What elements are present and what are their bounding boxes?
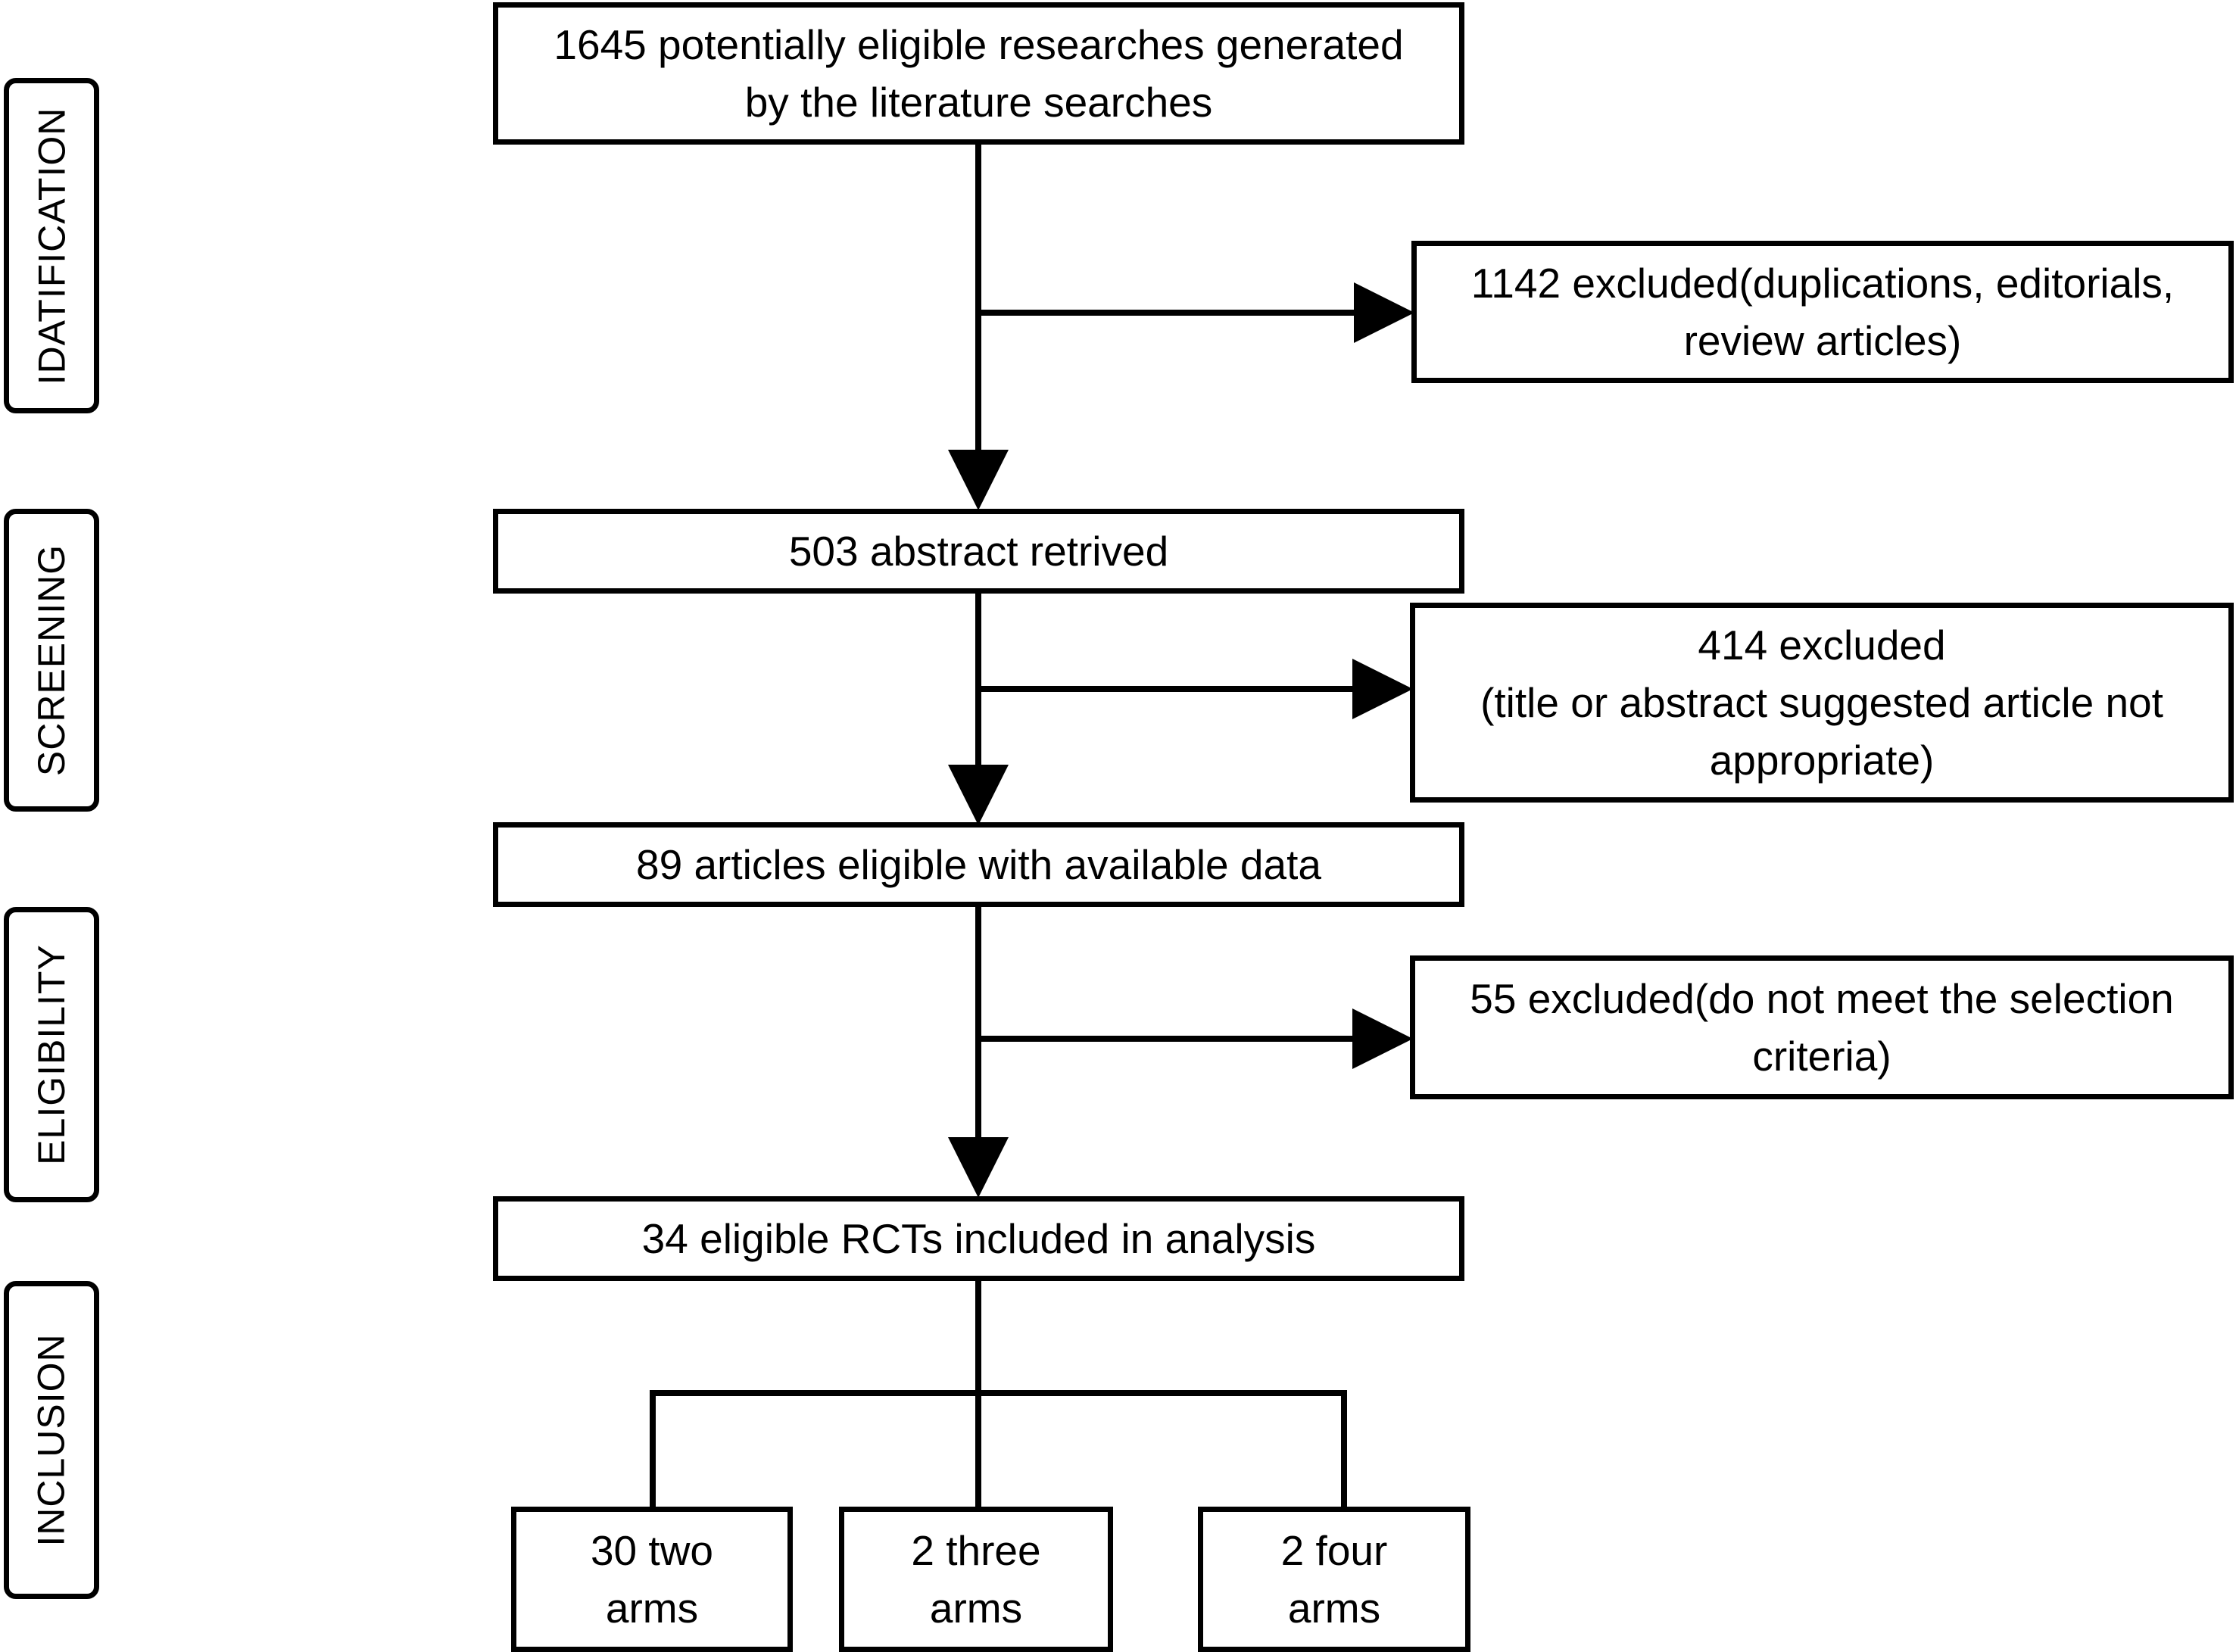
excluded-box-3: 55 excluded(do not meet the selection cr… <box>1410 955 2234 1099</box>
four-arms-box: 2 four arms <box>1198 1507 1470 1652</box>
stage-screening: SCREENING <box>4 509 99 812</box>
stage-identification: IDATIFICATION <box>4 78 99 413</box>
box-text: 1645 potentially eligible researches gen… <box>554 21 1404 126</box>
eligible-articles-box: 89 articles eligible with available data <box>493 822 1464 907</box>
box-text: 55 excluded(do not meet the selection cr… <box>1470 975 2174 1080</box>
records-identified-box: 1645 potentially eligible researches gen… <box>493 2 1464 145</box>
box-text: 30 two arms <box>590 1527 714 1632</box>
stage-label: SCREENING <box>30 544 73 777</box>
abstracts-retrieved-box: 503 abstract retrived <box>493 509 1464 594</box>
stage-label: IDATIFICATION <box>30 107 73 385</box>
box-text: 414 excluded (title or abstract suggeste… <box>1480 622 2163 784</box>
included-rcts-box: 34 eligible RCTs included in analysis <box>493 1196 1464 1281</box>
stage-label: INCLUSION <box>30 1333 73 1547</box>
box-text: 34 eligible RCTs included in analysis <box>641 1215 1316 1262</box>
box-text: 2 four arms <box>1280 1527 1388 1632</box>
three-arms-box: 2 three arms <box>839 1507 1113 1652</box>
box-text: 2 three arms <box>911 1527 1041 1632</box>
excluded-box-1: 1142 excluded(duplications, editorials, … <box>1411 241 2234 383</box>
stage-inclusion: INCLUSION <box>4 1281 99 1599</box>
stage-label: ELIGIBILITY <box>30 944 73 1165</box>
two-arms-box: 30 two arms <box>511 1507 793 1652</box>
box-text: 503 abstract retrived <box>788 528 1169 575</box>
excluded-box-2: 414 excluded (title or abstract suggeste… <box>1410 603 2234 803</box>
box-text: 1142 excluded(duplications, editorials, … <box>1470 260 2175 364</box>
box-text: 89 articles eligible with available data <box>636 841 1321 888</box>
stage-eligibility: ELIGIBILITY <box>4 907 99 1202</box>
